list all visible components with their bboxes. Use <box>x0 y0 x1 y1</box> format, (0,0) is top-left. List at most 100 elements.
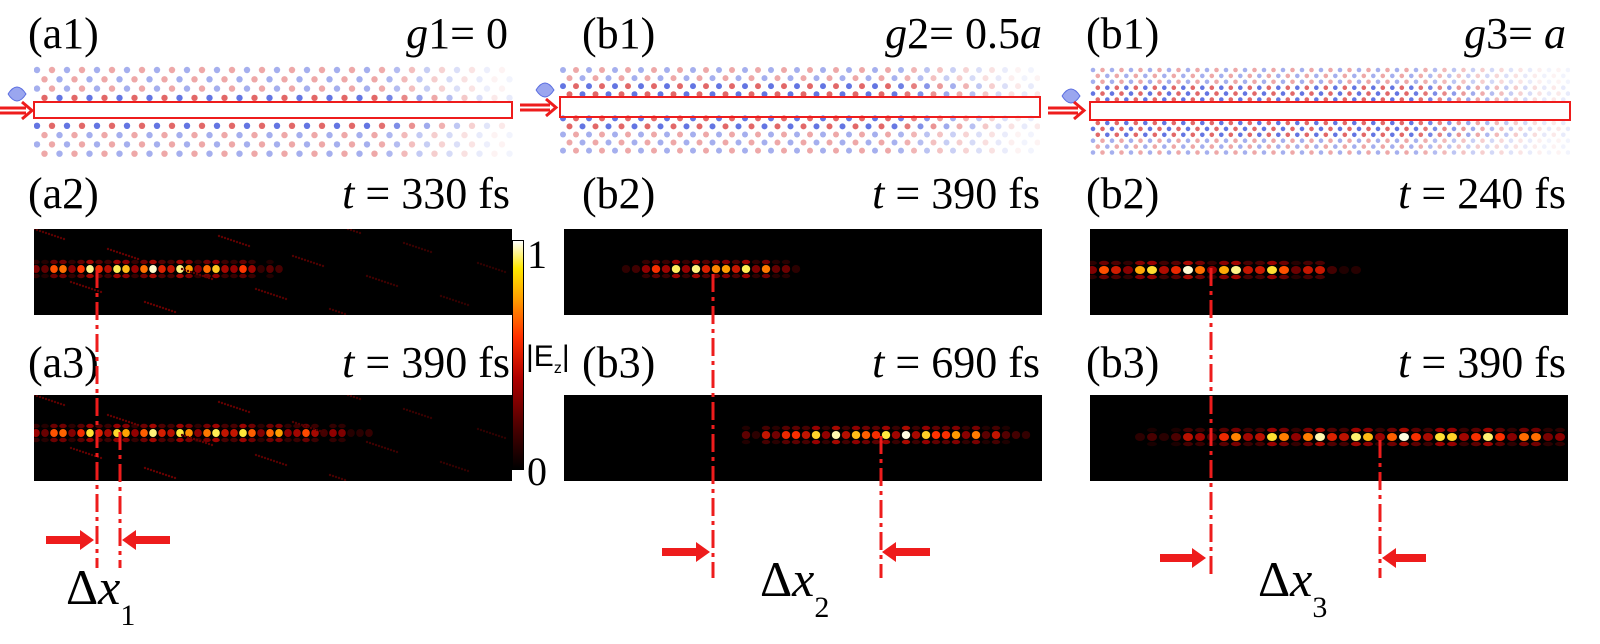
field-spot <box>59 265 67 273</box>
lattice-rod <box>333 141 341 148</box>
field-spot <box>1243 266 1253 274</box>
lattice-rod <box>1028 131 1034 138</box>
field-spot <box>1147 274 1157 280</box>
lattice-rod <box>1399 132 1405 138</box>
field-spot <box>86 265 94 273</box>
lattice-rod <box>1181 144 1186 149</box>
lattice-rod <box>846 83 852 90</box>
lattice-rod <box>1295 120 1300 126</box>
lattice-rod <box>236 94 243 102</box>
field-spot <box>1375 427 1385 433</box>
field-spot <box>711 259 721 265</box>
field-speckle <box>189 270 193 274</box>
lattice-rod <box>1223 126 1229 132</box>
lattice-rod <box>1442 138 1447 143</box>
lattice-rod <box>1565 138 1570 143</box>
lattice-rod <box>491 94 498 102</box>
lattice-rod <box>618 123 625 130</box>
lattice-rod <box>213 66 221 74</box>
lattice-rod <box>168 122 176 129</box>
lattice-rod <box>1124 120 1129 126</box>
lattice-rod <box>326 94 333 102</box>
field-speckle <box>44 231 48 235</box>
lattice-rod <box>1124 144 1129 149</box>
field-speckle <box>392 283 396 287</box>
field-speckle <box>41 396 45 400</box>
field-spot <box>1291 266 1301 274</box>
lattice-rod <box>281 131 288 139</box>
lattice-rod <box>1508 79 1514 85</box>
lattice-rod <box>341 94 348 102</box>
lattice-rod <box>1466 144 1471 149</box>
lattice-rod <box>1504 144 1509 149</box>
lattice-rod <box>1342 85 1348 90</box>
field-spot <box>1531 441 1541 447</box>
field-speckle <box>340 477 344 481</box>
lattice-rod <box>1451 79 1457 85</box>
field-spot <box>131 273 139 279</box>
lattice-rod <box>303 66 311 74</box>
field-speckle <box>291 420 295 424</box>
field-spot <box>1495 441 1505 447</box>
lattice-rod <box>1266 85 1272 90</box>
field-spot <box>77 437 85 443</box>
field-spot <box>1147 266 1157 274</box>
field-speckle <box>59 236 63 240</box>
field-speckle <box>383 446 387 450</box>
lattice-rod <box>108 85 116 92</box>
field-spot <box>158 429 166 437</box>
lattice-rod <box>191 150 198 157</box>
field-spot <box>851 431 861 439</box>
lattice-rod <box>1504 120 1509 126</box>
lattice-rod <box>1247 85 1253 90</box>
lattice-rod <box>1299 91 1305 96</box>
lattice-rod <box>153 85 161 92</box>
lattice-rod <box>1413 138 1419 143</box>
field-spot <box>1267 274 1277 280</box>
lattice-rod <box>768 131 774 138</box>
lattice-rod <box>1247 144 1253 149</box>
lattice-rod <box>1257 132 1262 138</box>
lattice-rod <box>1290 126 1295 132</box>
lattice-rod <box>1371 97 1376 102</box>
field-spot <box>68 273 76 279</box>
lattice-rod <box>833 83 839 90</box>
lattice-rod <box>774 75 781 82</box>
lattice-rod <box>768 83 774 90</box>
field-spot <box>167 437 175 443</box>
lattice-rod <box>924 83 930 90</box>
lattice-rod <box>1542 144 1547 149</box>
field-speckle <box>491 432 495 436</box>
lattice-rod <box>258 85 266 92</box>
lattice-rod <box>696 75 703 82</box>
lattice-rod <box>56 150 63 157</box>
field-speckle <box>38 395 42 399</box>
lattice-rod <box>491 76 498 83</box>
lattice-rod <box>1390 144 1395 149</box>
lattice-rod <box>885 83 891 90</box>
lattice-rod <box>1489 91 1495 96</box>
field-speckle <box>198 273 202 277</box>
field-spot <box>781 431 791 439</box>
lattice-rod <box>1209 144 1215 149</box>
lattice-rod <box>138 141 146 148</box>
field-speckle <box>198 439 202 443</box>
field-spot <box>230 265 238 273</box>
waveguide-outline-g1 <box>33 101 513 119</box>
input-arrow-icon <box>520 97 559 118</box>
lattice-rod <box>1551 97 1557 102</box>
lattice-rod <box>1176 126 1181 132</box>
field-speckle <box>423 248 427 252</box>
field-speckle <box>32 393 36 397</box>
field-spot <box>1171 274 1181 280</box>
field-spot <box>1111 274 1121 280</box>
field-spot <box>203 265 211 273</box>
lattice-rod <box>273 122 281 129</box>
field-speckle <box>75 282 79 286</box>
lattice-rod <box>1285 85 1291 90</box>
field-spot <box>681 265 691 273</box>
lattice-rod <box>1418 73 1424 79</box>
field-spot <box>104 429 112 437</box>
field-spot <box>1303 266 1313 274</box>
